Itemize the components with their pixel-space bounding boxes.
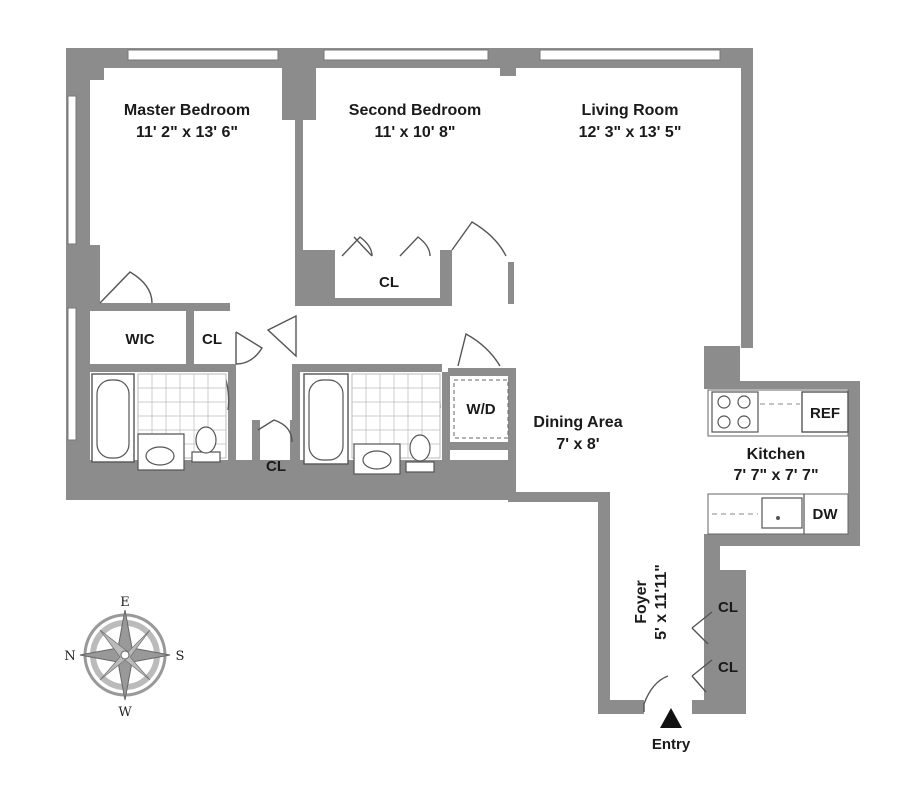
walls: [66, 48, 860, 714]
entry-label: Entry: [652, 736, 691, 753]
dining-area-dims: 7' x 8': [556, 436, 599, 453]
closet-label-second-bedroom: CL: [379, 274, 399, 291]
entry-arrow-icon: [660, 708, 682, 728]
compass-east: E: [120, 595, 130, 610]
second-bedroom-dims: 11' x 10' 8": [374, 124, 455, 141]
compass-north: N: [64, 649, 75, 664]
foyer-dims: 5' x 11'11": [653, 564, 670, 640]
kitchen-name: Kitchen: [747, 446, 806, 463]
closet-label-foyer-2: CL: [718, 659, 738, 676]
kitchen-dims: 7' 7" x 7' 7": [733, 467, 818, 484]
closet-label-hall: CL: [266, 458, 286, 475]
foyer-name: Foyer: [633, 580, 650, 624]
room-labels: Master Bedroom 11' 2" x 13' 6" Second Be…: [124, 102, 840, 753]
living-room-name: Living Room: [582, 102, 679, 119]
wic-label: WIC: [125, 331, 154, 348]
refrigerator-label: REF: [810, 405, 840, 422]
dining-area-name: Dining Area: [533, 414, 622, 431]
bathroom-fixtures: [91, 373, 509, 475]
second-bedroom-name: Second Bedroom: [349, 102, 481, 119]
washer-dryer-label: W/D: [466, 401, 495, 418]
compass-letters: E N S W: [64, 595, 184, 720]
dishwasher-label: DW: [813, 506, 839, 523]
closet-label-foyer-1: CL: [718, 599, 738, 616]
master-bedroom-name: Master Bedroom: [124, 102, 250, 119]
windows: [67, 49, 721, 441]
compass-south: S: [176, 649, 185, 664]
kitchen-fixtures: [707, 389, 849, 535]
living-room-dims: 12' 3" x 13' 5": [579, 124, 682, 141]
master-bedroom-dims: 11' 2" x 13' 6": [136, 124, 238, 141]
compass-rose-icon: [79, 609, 171, 701]
compass-west: W: [118, 705, 132, 720]
closet-label-master: CL: [202, 331, 222, 348]
